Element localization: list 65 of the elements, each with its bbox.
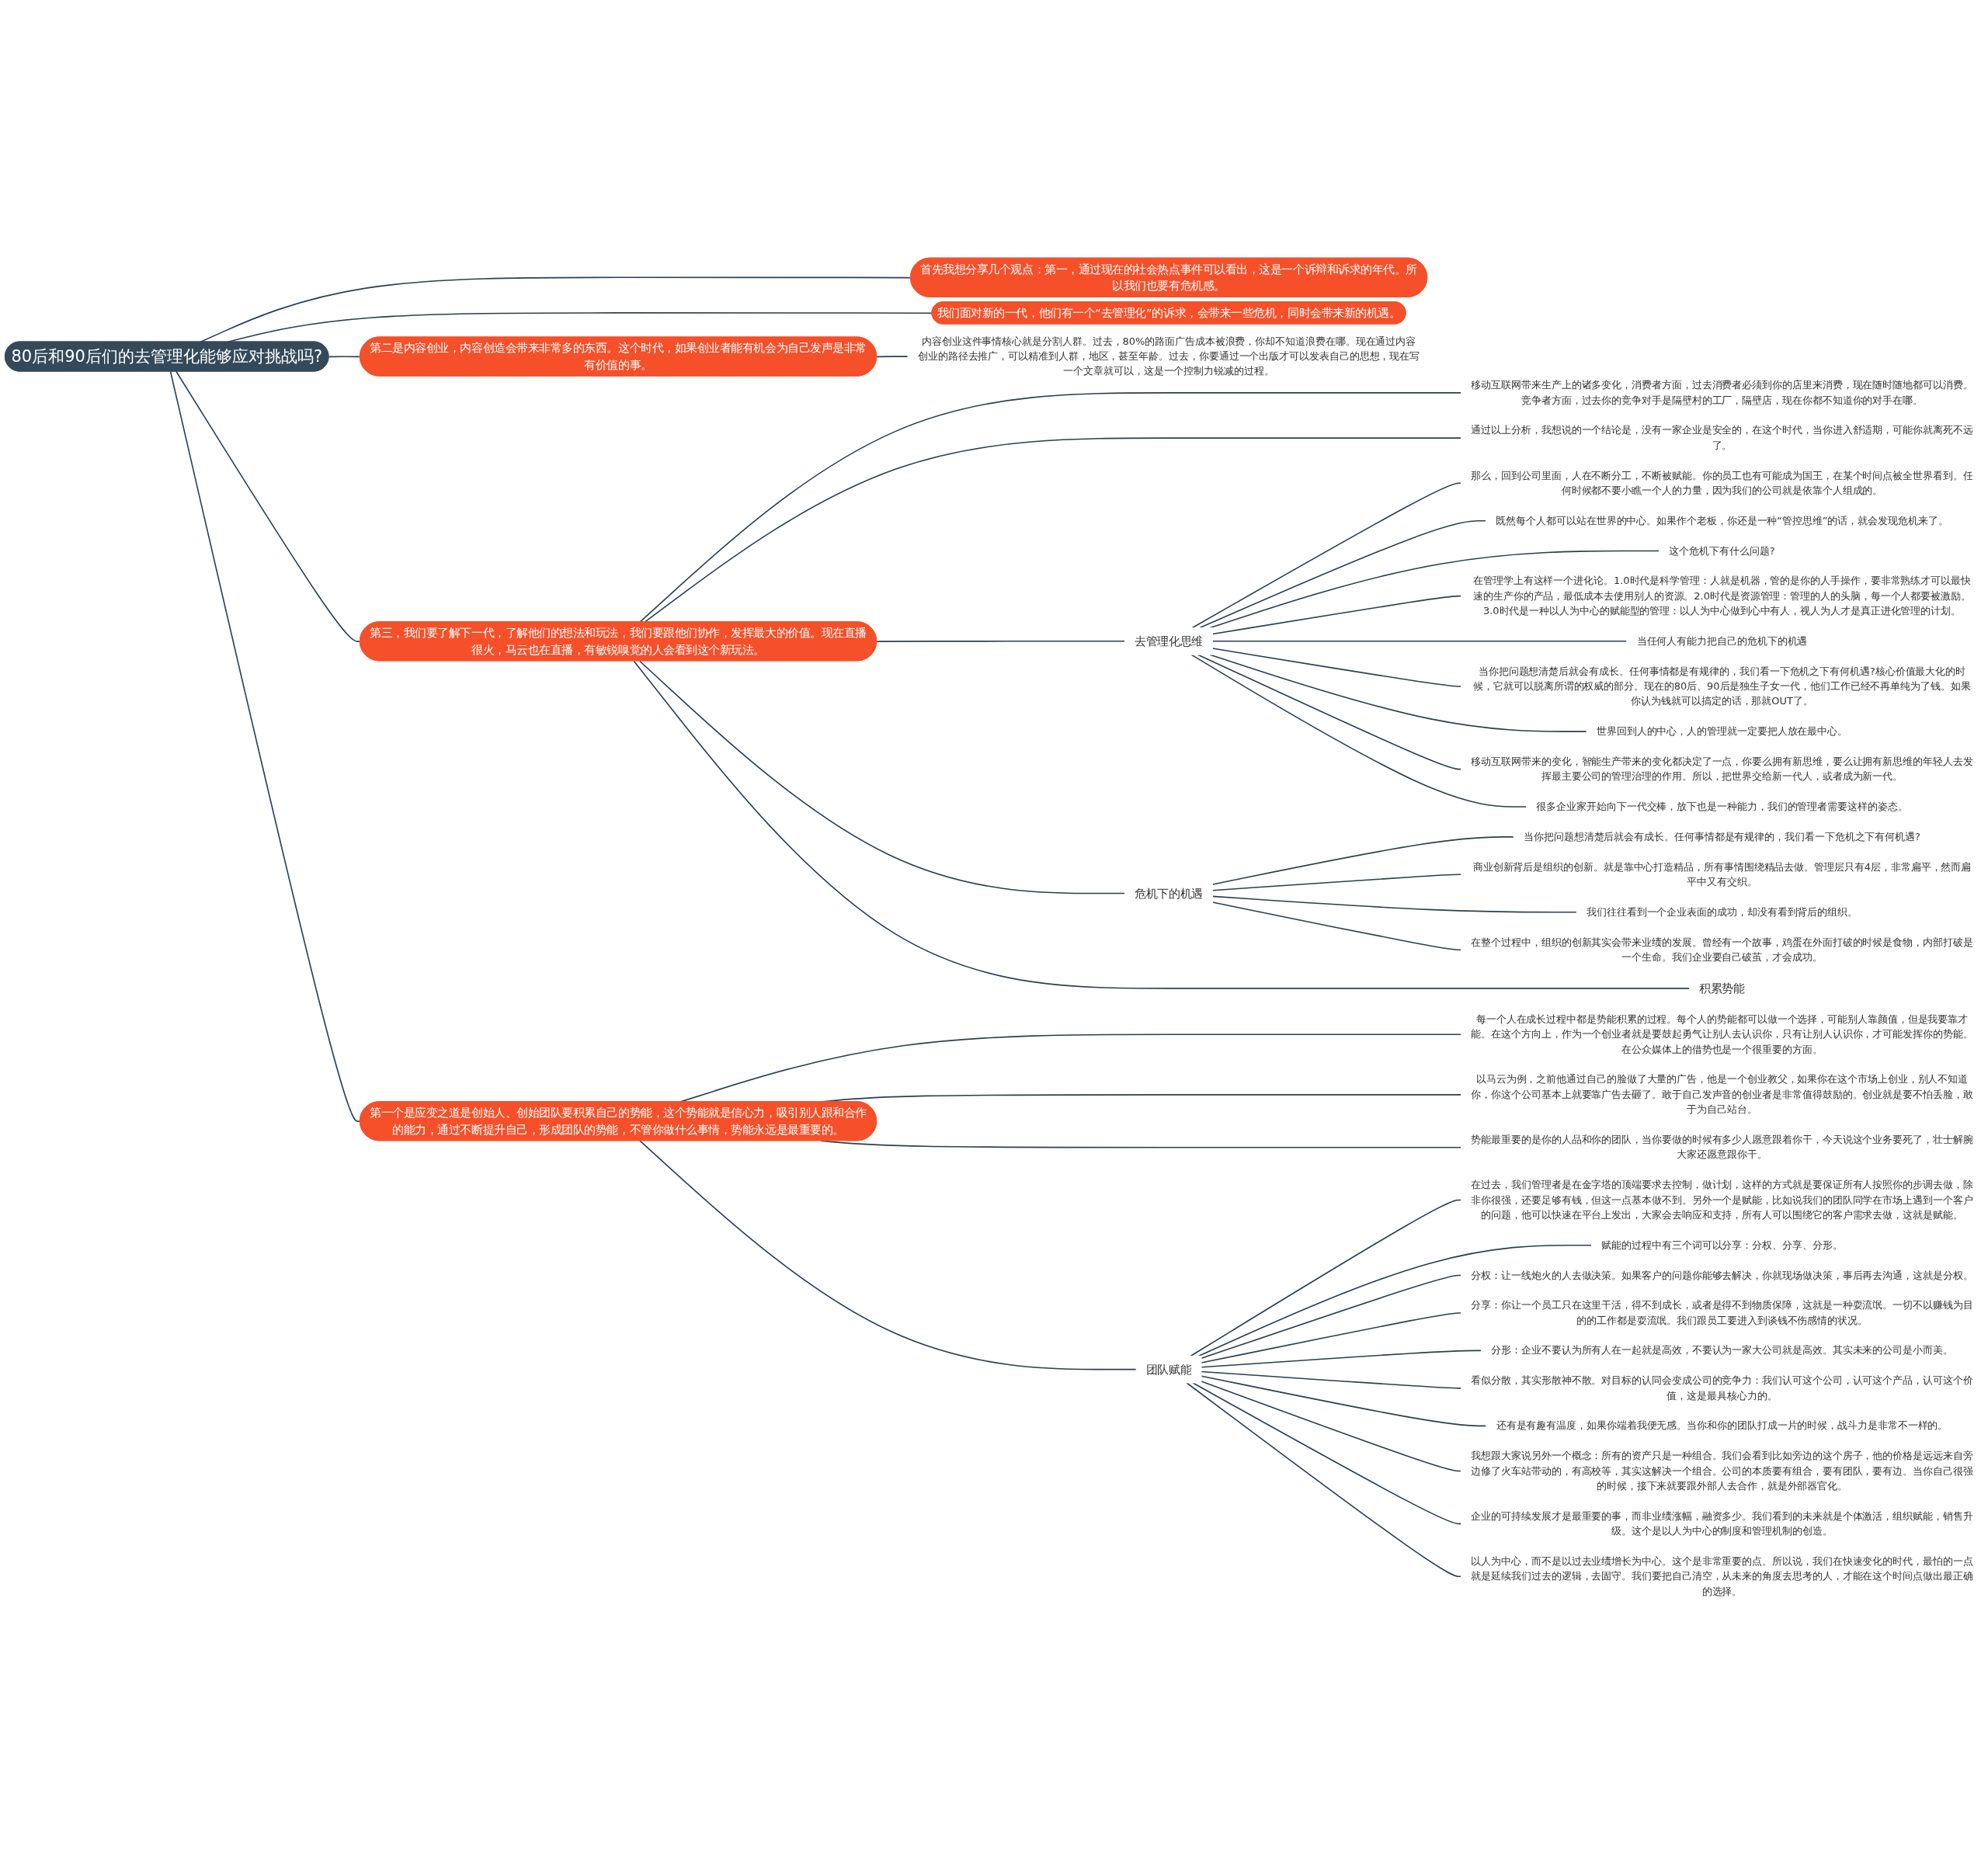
- node-text: 分权：让一线炮火的人去做决策。如果客户的问题你能够去解决，你就现场做决策，事后再去沟通，这就是分权。: [1471, 1269, 1973, 1281]
- node-text: 内容创业这件事情核心就是分割人群。过去，80%的路面广告成本被浪费，你却不知道浪费在哪。现在通过内容创业的路径去推广，可以精准到人群，地区，甚至年龄。过去，你要通过一个出版才可以发表自己的思想，现在写一个文章就可以，这是一个控制力锐减的过程。: [917, 335, 1420, 377]
- node-text: 我想跟大家说另外一个概念：所有的资产只是一种组合。我们会看到比如旁边的这个房子，他的价格是远远来自旁边修了火车站带动的，有高校等，其实这解决一个组合。公司的本质要有组合，要有团队，要有边。当你自己很强的时候，接下来就要跟外部人去合作，就是外部器官化。: [1471, 1450, 1973, 1492]
- connector: [1186, 1382, 1462, 1577]
- node-text: 那么，回到公司里面，人在不断分工，不断被赋能。你的员工也有可能成为国王，在某个时间点被全世界看到。任何时候都不要小瞧一个人的力量，因为我们的公司就是依靠个人组成的。: [1471, 469, 1973, 497]
- node-text: 以人为中心，而不是以过去业绩增长为中心。这个是非常重要的点。所以说，我们在快速变化的时代，最怕的一点就是延续我们过去的逻辑，去固守。我们要把自己清空，从未来的角度去思考的人，才能在这个时间点做出最正确的选择。: [1471, 1555, 1973, 1597]
- connector: [328, 356, 361, 358]
- node-text: 危机下的机遇: [1135, 887, 1203, 901]
- node-text: 积累势能: [1699, 981, 1745, 995]
- connector: [639, 392, 1462, 623]
- node-text: 在管理学上有这样一个进化论。1.0时代是科学管理：人就是机器，管的是你的人手操作，要非常熟练才可以最快速的生产你的产品，最低成本去使用别人的资源。2.0时代是资源管理：管理的人的头脑，每一个人都要被激励。3.0时代是一种以人为中心的赋能型的管理：以人为中心做到心中有人，视人为人才是真正进化管理的计划。: [1473, 575, 1971, 617]
- node-text: 移动互联网带来的变化，智能生产带来的变化都决定了一点，你要么拥有新思维，要么让拥有新思维的年轻人去发挥最主要公司的管理治理的作用。所以，把世界交给新一代人，或者成为新一代。: [1471, 755, 1973, 783]
- connector: [876, 641, 1126, 642]
- connector: [1190, 1199, 1462, 1357]
- connector: [1199, 519, 1487, 629]
- connector: [1191, 482, 1462, 629]
- node-text: 还有是有趣有温度，如果你端着我便无感。当你和你的团队打成一片的时候，战斗力是非常不一样的。: [1496, 1419, 1948, 1432]
- node-text: 既然每个人都可以站在世界的中心。如果作个老板，你还是一种“管控思维”的话，就会发现危机来了。: [1496, 514, 1948, 526]
- node-text: 分形：企业不要认为所有人在一起就是高效，不要认为一家大公司就是高效。其实未来的公司是小而美。: [1491, 1344, 1953, 1357]
- connector: [1190, 654, 1527, 808]
- connector: [820, 1140, 1462, 1148]
- connector: [1197, 1244, 1593, 1357]
- connector: [644, 437, 1462, 623]
- node-text: 企业的可持续发展才是最重要的事，而非业绩涨幅，融资多少。我们看到的未来就是个体激活，组织赋能，销售升级。这个是以人为中心的制度和管理机制的创造。: [1471, 1509, 1973, 1537]
- node-text: 世界回到人的中心，人的管理就一定要把人放在最中心。: [1596, 725, 1848, 738]
- node-text: 商业创新背后是组织的创新。就是靠中心打造精品，所有事情围绕精品去做。管理层只有4层，非常扁平，然而扁平中又有交织。: [1472, 860, 1972, 888]
- connector: [1201, 1350, 1482, 1368]
- node-text: 这个危机下有什么问题?: [1669, 544, 1775, 557]
- connector: [639, 1140, 1137, 1370]
- connector: [1211, 836, 1514, 885]
- connector: [169, 370, 361, 1122]
- connector: [1201, 1375, 1487, 1427]
- node-text: 分享：你让一个员工只在这里干活，得不到成长，或者是得不到物质保障，这就是一种耍流氓。一切不以赚钱为目的的工作都是耍流氓。我们跟员工要进入到谈钱不伤感情的状况。: [1471, 1299, 1973, 1326]
- node-text: 赋能的过程中有三个词可以分享：分权、分享、分形。: [1601, 1238, 1843, 1251]
- node-text: 当任何人有能力把自己的危机下的机遇: [1636, 634, 1808, 648]
- node-text: 很多企业家开始向下一代交棒，放下也是一种能力，我们的管理者需要这样的姿态。: [1536, 800, 1908, 813]
- connector: [1197, 654, 1462, 770]
- connector: [1211, 901, 1462, 951]
- node-text: 每一个人在成长过程中都是势能积累的过程。每个人的势能都可以做一个选择，可能别人靠颜值，但是我要靠才能。在这个方向上，作为一个创业者就是要鼓起勇气让别人去认识你，只有让别人认识你，才可能发挥你的势能。在公众媒体上的借势也是一个很重要的方面。: [1471, 1013, 1973, 1055]
- connector: [876, 356, 909, 358]
- node-text: 看似分散，其实形散神不散。对目标的认同会变成公司的竞争力：我们认可这个公司，认可这个产品，认可这个价值，这是最具核心力的。: [1471, 1374, 1973, 1402]
- node-text: 去管理化思维: [1135, 634, 1203, 648]
- connector: [1211, 595, 1462, 635]
- node-text: 我们往往看到一个企业表面的成功，却没有看到背后的组织。: [1587, 905, 1858, 919]
- connector: [1211, 641, 1628, 642]
- connector: [1201, 1312, 1462, 1363]
- connector: [1211, 874, 1462, 891]
- connector: [1209, 550, 1660, 629]
- node-text: 在整个过程中，组织的创新其实会带来业绩的发展。曾经有一个故事，鸡蛋在外面打破的时候是食物，内部打破是一个生命。我们企业要自己破茧，才会成功。: [1471, 936, 1973, 964]
- node-text: 移动互联网带来生产上的诸多变化，消费者方面，过去消费者必须到你的店里来消费，现在随时随地都可以消费。竞争者方面，过去你的竞争对手是隔壁村的工厂，隔壁店，现在你都不知道你的对手在哪。: [1471, 379, 1973, 406]
- connector: [1201, 1274, 1462, 1360]
- connector: [1192, 1382, 1462, 1525]
- connector: [176, 370, 361, 642]
- connector: [1201, 1370, 1462, 1389]
- node-text: 势能最重要的是你的人品和你的团队，当你要做的时候有多少人愿意跟着你干，今天说这个业务要死了，壮士解腕大家还愿意跟你干。: [1471, 1133, 1973, 1161]
- node-text: 在过去，我们管理者是在金字塔的顶端要求去控制，做计划，这样的方式就是要保证所有人按照你的步调去做，除非你很强，还要足够有钱，但这一点基本做不到。另外一个是赋能，比如说我们的团队同学在市场上遇到一个客户的问题，他可以快速在平台上发出，大家会去响应和支持，所有人可以围绕它的客户需求去做，这就是赋能。: [1471, 1179, 1973, 1221]
- connector: [633, 660, 1691, 989]
- connector: [1211, 648, 1462, 687]
- node-text: 以马云为例，之前他通过自己的脸做了大量的广告，他是一个创业教父，如果你在这个市场上创业，别人不知道你，你这个公司基本上就要靠广告去砸了。敢于自己发声音的创业者是非常值得鼓励的。创业就是要不怕丢脸，敢于为自己站台。: [1471, 1073, 1973, 1116]
- connector: [638, 660, 1126, 895]
- connector: [1211, 895, 1577, 913]
- connector: [1201, 1381, 1462, 1472]
- node-text: 通过以上分析，我想说的一个结论是，没有一家企业是安全的，在这个时代，当你进入舒适期，可能你就离死不远了。: [1471, 424, 1973, 452]
- node-text: 当你把问题想清楚后就会有成长。任何事情都是有规律的，我们看一下危机之下有何机遇?核心价值最大化的时候，它就可以脱离所谓的权威的部分。现在的80后、90后是独生子女一代，他们工作已经不再单纯为了钱。如果你认为钱就可以搞定的话，那就OUT了。: [1473, 665, 1971, 707]
- node-text: 当你把问题想清楚后就会有成长。任何事情都是有规律的，我们看一下危机之下有何机遇?: [1524, 830, 1920, 843]
